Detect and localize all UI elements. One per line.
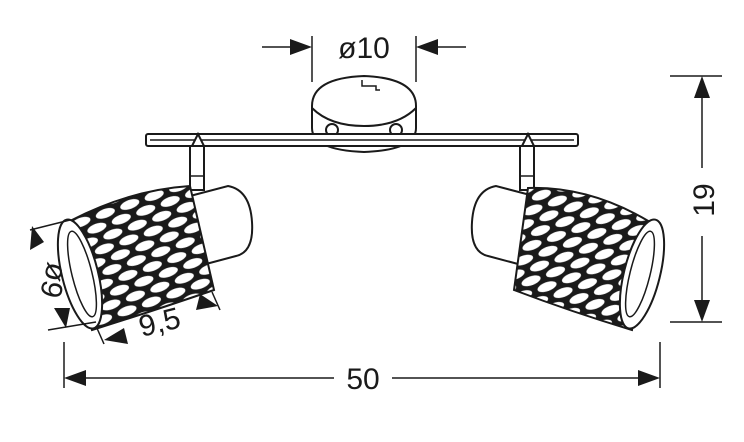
shade-diam-arrow-top — [30, 226, 44, 250]
shade-len-extension-right — [211, 291, 221, 311]
width-label: 50 — [346, 363, 379, 396]
arrow-head-right — [416, 39, 438, 55]
canopy-dimension: ø10 — [262, 32, 466, 82]
shade-diam-extension-top — [29, 219, 71, 231]
shade-diameter-dimension: ø9 — [29, 219, 97, 331]
left-lamp-shade — [70, 184, 216, 332]
right-lamp — [470, 184, 666, 332]
keyhole-slot — [361, 80, 380, 91]
height-arrow-bottom — [694, 300, 710, 322]
right-arm — [519, 131, 536, 191]
mounting-bar — [145, 133, 579, 147]
canopy-diameter-label: ø10 — [338, 32, 390, 65]
shade-diam-extension-bottom — [47, 321, 97, 331]
height-dimension: 19 — [670, 75, 722, 323]
left-arm — [189, 131, 206, 191]
shade-len-arrow-right — [196, 294, 218, 310]
arrow-head-left — [290, 39, 312, 55]
left-lamp-holder — [188, 184, 254, 266]
shade-diameter-label: ø9 — [33, 259, 73, 301]
shade-diam-arrow-bottom — [54, 308, 70, 328]
left-lamp — [56, 184, 254, 332]
height-arrow-top — [694, 76, 710, 98]
shade-len-arrow-left — [104, 328, 128, 344]
width-arrow-right — [638, 370, 660, 386]
width-dimension: 50 — [63, 342, 661, 396]
width-arrow-left — [64, 370, 86, 386]
shade-len-extension-left — [95, 325, 105, 345]
right-lamp-shade — [512, 186, 652, 332]
height-label: 19 — [688, 183, 721, 216]
right-lamp-holder — [470, 184, 536, 266]
